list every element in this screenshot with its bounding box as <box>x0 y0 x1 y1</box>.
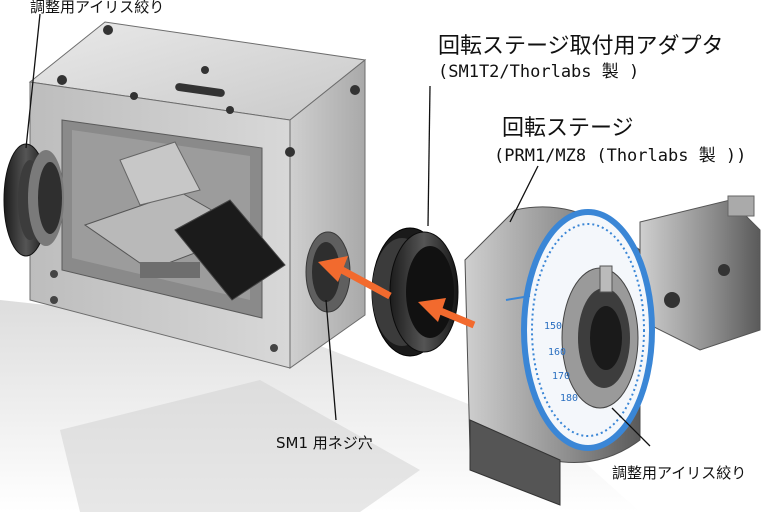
stage-part-label: (PRM1/MZ8 (Thorlabs 製 )) <box>494 146 747 166</box>
iris-label-top-left: 調整用アイリス絞り <box>30 0 165 16</box>
dial-number: 170 <box>552 371 571 382</box>
dial-number: 180 <box>560 393 579 404</box>
dial-number: 150 <box>544 321 563 332</box>
dial-number: 160 <box>548 347 567 358</box>
iris-label-bottom-right: 調整用アイリス絞り <box>612 464 747 482</box>
sm1-thread-label: SM1 用ネジ穴 <box>276 434 373 452</box>
left-iris <box>3 143 64 257</box>
mirror-box <box>28 21 367 369</box>
adapter-ring <box>371 227 459 357</box>
stage-title-label: 回転ステージ <box>502 116 634 141</box>
orange-arrow-icon <box>418 298 476 329</box>
adapter-part-label: (SM1T2/Thorlabs 製 ) <box>438 62 640 82</box>
orange-arrow-icon <box>318 256 392 300</box>
leader-line-icon <box>25 13 651 447</box>
adapter-title-label: 回転ステージ取付用アダプタ <box>438 34 724 59</box>
rotation-stage <box>464 195 761 506</box>
